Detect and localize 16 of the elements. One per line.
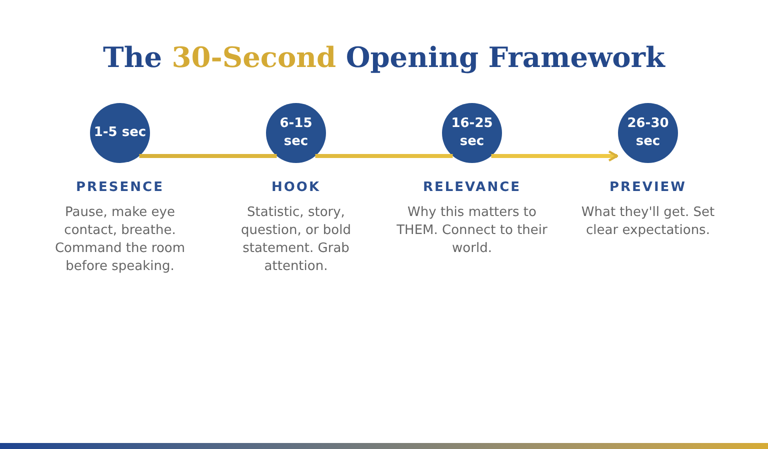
stage-heading: HOOK	[271, 179, 321, 197]
time-range: 1-5 sec	[94, 124, 146, 142]
time-range: 6-15 sec	[278, 115, 314, 151]
time-range: 16-25 sec	[450, 115, 494, 151]
stage-description: What they'll get. Set clear expectations.	[580, 204, 716, 240]
stage-description: Statistic, story, question, or bold statement. Grab attention.	[240, 204, 352, 276]
timeline-line	[315, 154, 453, 158]
stage-description: Pause, make eye contact, breathe. Command the room before speaking.	[54, 204, 186, 276]
stage-description: Why this matters to THEM. Connect to their world.	[396, 204, 548, 258]
stage-heading: PREVIEW	[609, 179, 687, 197]
stage-heading: RELEVANCE	[422, 179, 522, 197]
title: The 30-Second Opening Framework	[103, 40, 665, 76]
timeline-line	[139, 154, 277, 158]
stage-heading: PRESENCE	[76, 179, 164, 197]
timeline-arrow	[491, 150, 618, 162]
time-range: 26-30 sec	[626, 115, 670, 151]
